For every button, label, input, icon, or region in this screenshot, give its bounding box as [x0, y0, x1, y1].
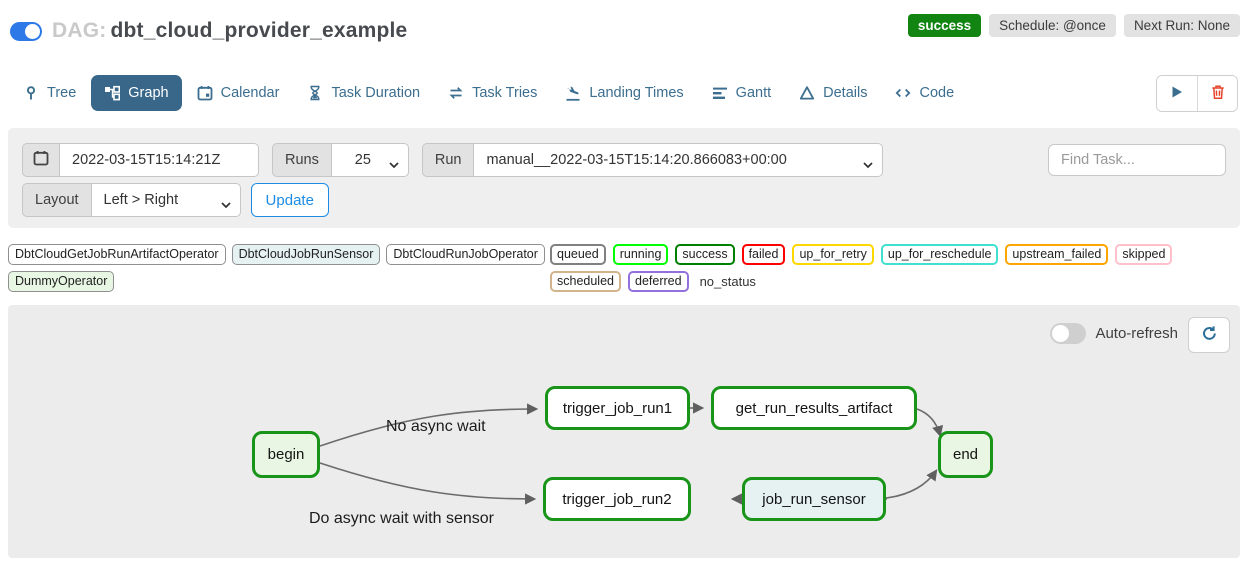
page-title: DAG:dbt_cloud_provider_example [52, 19, 407, 43]
legend-state: up_for_reschedule [880, 244, 999, 265]
filter-row-1: 2022-03-15T15:14:21Z Runs 25 Run manual_… [22, 143, 1226, 177]
tab-label: Graph [128, 85, 169, 101]
tab-label: Task Duration [331, 85, 421, 101]
play-icon [1169, 84, 1185, 103]
dag-graph-panel: Auto-refresh begin trigger_job_run1 get_… [8, 305, 1240, 558]
dag-pause-toggle[interactable] [10, 21, 42, 41]
edge-label-no-async-wait: No async wait [386, 418, 486, 435]
layout-select[interactable]: Left > Right [90, 183, 241, 217]
runs-select[interactable]: 25 [330, 143, 409, 177]
legend-state: queued [550, 244, 606, 265]
auto-refresh-toggle[interactable] [1050, 323, 1087, 344]
toggle-knob [1052, 325, 1070, 342]
refresh-button[interactable] [1188, 317, 1230, 353]
tab-task-tries[interactable]: Task Tries [435, 75, 550, 111]
tab-code[interactable]: Code [882, 75, 967, 111]
find-task-input[interactable]: Find Task... [1048, 144, 1226, 176]
run-group: Run manual__2022-03-15T15:14:20.866083+0… [421, 143, 884, 177]
legend-state: skipped [1115, 244, 1173, 265]
base-date-group: 2022-03-15T15:14:21Z [22, 143, 259, 177]
tab-task-duration[interactable]: Task Duration [294, 75, 433, 111]
calendar-icon [33, 150, 49, 170]
legend-state: upstream_failed [1005, 244, 1109, 265]
refresh-icon [1201, 325, 1218, 345]
dag-name: dbt_cloud_provider_example [110, 19, 408, 42]
legend: DbtCloudGetJobRunArtifactOperator DbtClo… [8, 244, 1240, 292]
filter-row-2: Layout Left > Right Update [22, 183, 1226, 217]
gantt-icon [712, 85, 728, 101]
code-icon [895, 85, 911, 101]
tab-label: Tree [47, 85, 77, 101]
update-button[interactable]: Update [250, 183, 329, 217]
runs-group: Runs 25 [272, 143, 409, 177]
task-node-end[interactable]: end [938, 431, 993, 478]
tab-graph[interactable]: Graph [91, 75, 182, 111]
tab-landing-times[interactable]: Landing Times [552, 75, 696, 111]
tab-label: Landing Times [589, 85, 684, 101]
task-node-get-run-results-artifact[interactable]: get_run_results_artifact [711, 386, 917, 430]
auto-refresh-control: Auto-refresh [1050, 323, 1178, 344]
legend-operator: DbtCloudGetJobRunArtifactOperator [8, 244, 226, 265]
tab-tree[interactable]: Tree [10, 75, 89, 111]
task-node-trigger-job-run1[interactable]: trigger_job_run1 [545, 386, 690, 430]
legend-state: up_for_retry [792, 244, 874, 265]
legend-state: deferred [628, 271, 689, 292]
run-label: Run [421, 143, 474, 177]
tab-calendar[interactable]: Calendar [184, 75, 293, 111]
repeat-icon [448, 85, 464, 101]
state-legend: queued running success failed up_for_ret… [550, 244, 1240, 292]
delete-dag-button[interactable] [1197, 75, 1237, 111]
tab-label: Code [919, 85, 955, 101]
task-node-trigger-job-run2[interactable]: trigger_job_run2 [543, 477, 691, 521]
triangle-icon [799, 85, 815, 101]
tab-label: Calendar [220, 85, 280, 101]
tab-label: Task Tries [472, 85, 538, 101]
calendar-addon[interactable] [22, 143, 59, 177]
header-badges: success Schedule: @once Next Run: None [907, 14, 1240, 48]
view-tabbar: Tree Graph Calendar Task Duration Task T… [0, 72, 1248, 114]
run-select[interactable]: manual__2022-03-15T15:14:20.866083+00:00 [473, 143, 884, 177]
base-date-input[interactable]: 2022-03-15T15:14:21Z [59, 143, 259, 177]
tree-icon [23, 85, 39, 101]
plane-landing-icon [565, 85, 581, 101]
runs-label: Runs [272, 143, 331, 177]
tab-label: Gantt [735, 85, 772, 101]
tab-label: Details [823, 85, 868, 101]
layout-label: Layout [22, 183, 91, 217]
legend-state: running [612, 244, 669, 265]
legend-state-no-status: no_status [699, 274, 756, 289]
chevron-down-icon [389, 157, 399, 173]
dag-title-prefix: DAG: [52, 19, 107, 42]
filter-panel: 2022-03-15T15:14:21Z Runs 25 Run manual_… [8, 128, 1240, 228]
dag-header: DAG:dbt_cloud_provider_example success S… [0, 0, 1248, 48]
toggle-knob [25, 23, 40, 39]
layout-group: Layout Left > Right [22, 183, 241, 217]
edge-label-do-async-wait: Do async wait with sensor [309, 510, 494, 527]
legend-operator: DummyOperator [8, 271, 115, 292]
task-node-begin[interactable]: begin [252, 431, 320, 478]
legend-state: success [675, 244, 735, 265]
status-badge[interactable]: success [907, 14, 982, 37]
tab-gantt[interactable]: Gantt [699, 75, 784, 111]
operator-legend: DbtCloudGetJobRunArtifactOperator DbtClo… [8, 244, 550, 292]
legend-operator: DbtCloudJobRunSensor [231, 244, 381, 265]
calendar-icon [197, 85, 213, 101]
legend-state: scheduled [550, 271, 621, 292]
trash-icon [1210, 84, 1226, 103]
task-node-job-run-sensor[interactable]: job_run_sensor [742, 477, 886, 521]
graph-icon [104, 85, 121, 101]
trigger-dag-button[interactable] [1157, 75, 1197, 111]
legend-operator: DbtCloudRunJobOperator [386, 244, 545, 265]
next-run-badge: Next Run: None [1123, 14, 1240, 37]
legend-state: failed [741, 244, 786, 265]
tab-details[interactable]: Details [786, 75, 880, 111]
chevron-down-icon [220, 197, 231, 213]
dag-actions [1156, 74, 1238, 112]
hourglass-icon [307, 85, 323, 101]
schedule-badge: Schedule: @once [989, 14, 1116, 37]
auto-refresh-label: Auto-refresh [1095, 325, 1178, 342]
chevron-down-icon [863, 157, 874, 173]
